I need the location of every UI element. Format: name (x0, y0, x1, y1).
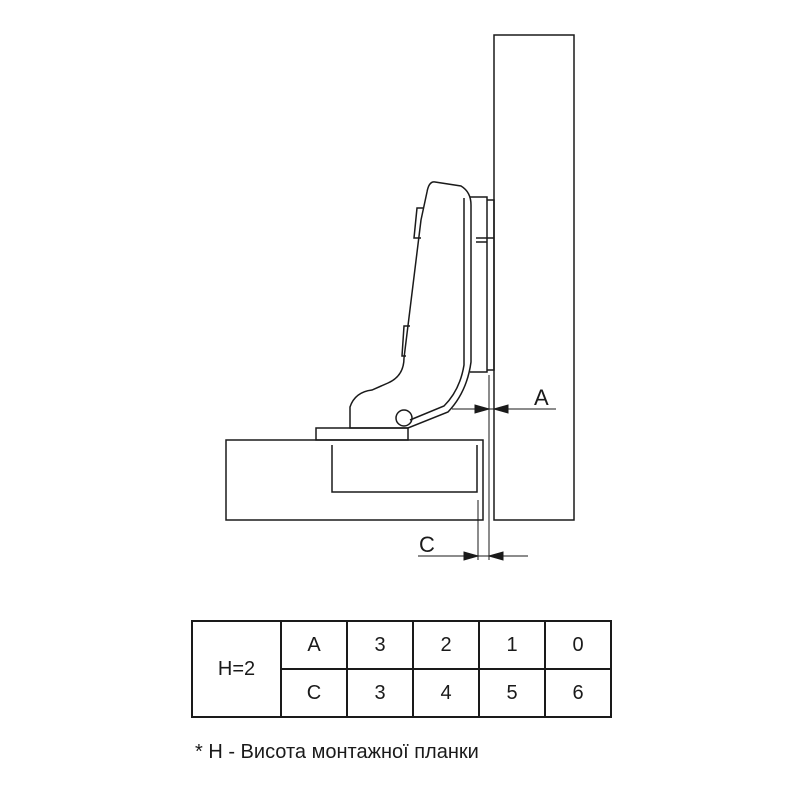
table-cell-label: C (280, 668, 348, 718)
table-cell: 3 (346, 620, 414, 670)
table-cell-label: A (280, 620, 348, 670)
mounting-plate (315, 427, 409, 441)
table-cell: 1 (478, 620, 546, 670)
footnote: * H - Висота монтажної планки (195, 741, 479, 763)
hinge-arm-inner-edge (409, 198, 465, 421)
adjustment-table: H=2 A 3 2 1 0 C 3 4 5 6 (191, 620, 612, 718)
dimension-a-label: A (534, 385, 549, 410)
hinge-pivot-pin (395, 409, 413, 427)
hinge-base-plates (470, 196, 495, 373)
hinge-tab-lower (401, 325, 410, 357)
dimension-a-arrow-left (474, 404, 491, 414)
table-row: H=2 A 3 2 1 0 (191, 620, 612, 718)
cabinet-side-panel (225, 439, 484, 521)
table-cell: 6 (544, 668, 612, 718)
table-cell: 3 (346, 668, 414, 718)
dimension-c-arrow-left (463, 551, 480, 561)
hinge-cup-recess (331, 445, 478, 493)
table-row-header: H=2 (191, 620, 282, 718)
dimension-c-label: C (419, 532, 435, 557)
hinge-arm (349, 181, 472, 429)
dimension-a-arrow-right (492, 404, 509, 414)
table-row: C 3 4 5 6 (192, 668, 612, 718)
table-cell: 4 (412, 668, 480, 718)
table-cell: 2 (412, 620, 480, 670)
hinge-tab-upper (413, 207, 424, 239)
table-cell: 5 (478, 668, 546, 718)
dimension-c-arrow-right (487, 551, 504, 561)
table-cell: 0 (544, 620, 612, 670)
door-panel (493, 34, 575, 521)
